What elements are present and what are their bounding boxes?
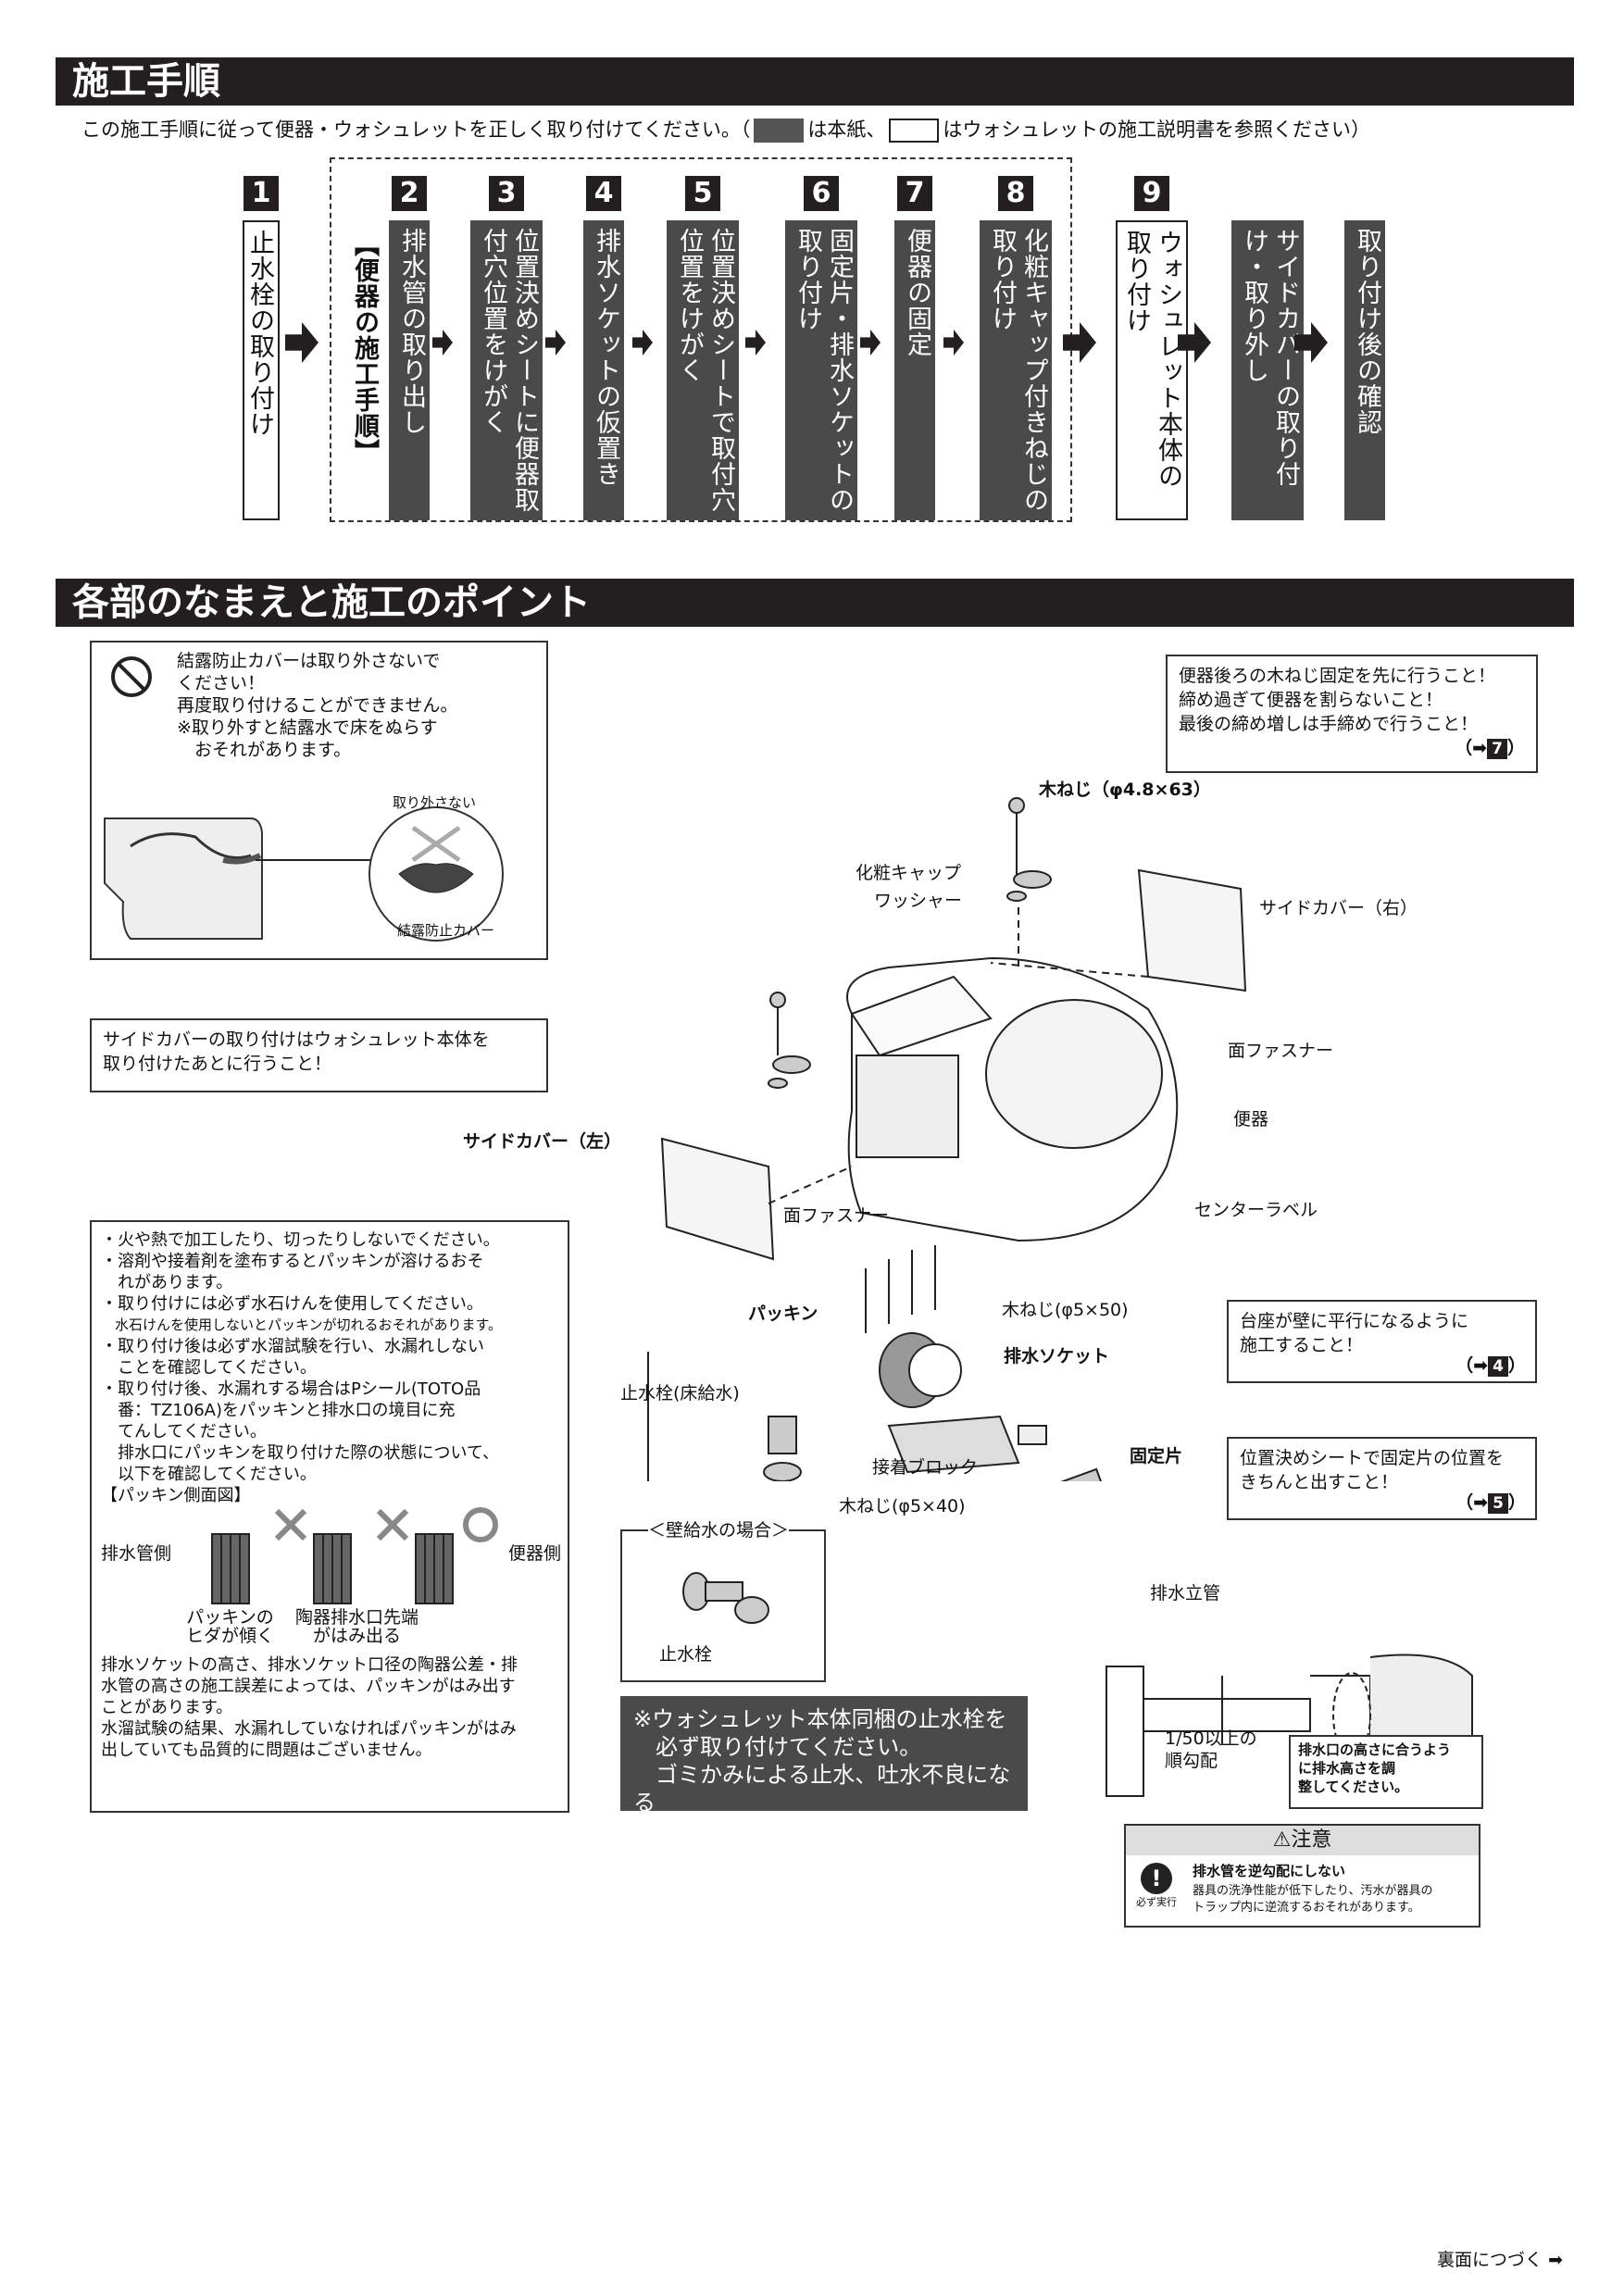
label-wood-screw-top: 木ねじ（φ4.8×63） bbox=[1039, 780, 1211, 800]
step-arrow-icon bbox=[632, 330, 653, 356]
label-packing: パッキン bbox=[748, 1304, 818, 1324]
label-pipe-side: 排水管側 bbox=[101, 1543, 172, 1564]
step-number-1: 1 bbox=[244, 176, 279, 211]
step-box-7: 便器の固定 bbox=[894, 220, 935, 520]
caution-body: 器具の洗浄性能が低下したり、汚水が器具のトラップ内に逆流するおそれがあります。 bbox=[1193, 1884, 1433, 1915]
label-center-label: センターラベル bbox=[1194, 1200, 1318, 1220]
note-valve: ※ウォシュレット本体同梱の止水栓を 必ず取り付けてください。 ゴミかみによる止水… bbox=[620, 1696, 1028, 1843]
step-number-2: 2 bbox=[392, 176, 427, 211]
step-box-8: 化粧キャップ付きねじの取り付け bbox=[980, 220, 1052, 520]
label-wall-supply: ＜壁給水の場合＞ bbox=[648, 1518, 790, 1542]
step-number-6: 6 bbox=[804, 176, 839, 211]
step-number-7: 7 bbox=[897, 176, 932, 211]
packing-side-diagram: 排水管側 便器側 パッキンのヒダが傾く 陶器排水口先端がはみ出る bbox=[101, 1506, 562, 1654]
label-fixing-piece: 固定片 bbox=[1130, 1446, 1183, 1466]
intro-text: この施工手順に従って便器・ウォシュレットを正しく取り付けてください。（は本紙、は… bbox=[81, 119, 1370, 143]
toilet-exploded-diagram bbox=[647, 797, 1247, 1481]
label-cap: 化粧キャップ bbox=[856, 863, 962, 883]
label-slope: 1/50以上の順勾配 bbox=[1165, 1728, 1257, 1771]
step-box-1: 止水栓の取り付け bbox=[243, 220, 280, 520]
must-do-icon: ! 必ず実行 bbox=[1131, 1863, 1181, 1909]
step-number-3: 3 bbox=[489, 176, 524, 211]
label-wood-screw-50: 木ねじ(φ5×50) bbox=[1002, 1300, 1129, 1320]
step-box-5: 位置決めシートで取付穴位置をけがく bbox=[667, 220, 739, 520]
note-wood-screw: 便器後ろの木ねじ固定を先に行うこと！締め過ぎて便器を割らないこと！最後の締め増し… bbox=[1166, 655, 1538, 773]
step-arrow-icon bbox=[285, 322, 319, 363]
drain-pipe-diagram bbox=[1106, 1653, 1473, 1797]
note-fixing: 位置決めシートで固定片の位置をきちんと出すこと！ （➡5） bbox=[1227, 1437, 1537, 1520]
legend-white-swatch bbox=[889, 119, 940, 143]
label-wood-screw-40: 木ねじ(φ5×40) bbox=[839, 1496, 966, 1516]
label-drain-socket: 排水ソケット bbox=[1004, 1346, 1110, 1366]
cover-label: 結露防止カバー bbox=[397, 922, 495, 939]
label-toilet-side: 便器側 bbox=[508, 1543, 562, 1564]
step-box-6: 固定片・排水ソケットの取り付け bbox=[785, 220, 857, 520]
warning-cover-text: 結露防止カバーは取り外さないでください！再度取り付けることができません。※取り外… bbox=[177, 651, 458, 760]
step-box-4: 排水ソケットの仮置き bbox=[583, 220, 624, 520]
step-arrow-icon bbox=[545, 330, 566, 356]
note-drain-height: 排水口の高さに合うように排水高さを調整してください。 bbox=[1289, 1735, 1483, 1809]
label-side-cover-right: サイドカバー（右） bbox=[1259, 898, 1418, 918]
step-box-11: 取り付け後の確認 bbox=[1344, 220, 1385, 520]
section-title-procedure: 施工手順 bbox=[56, 57, 1574, 106]
note-side-cover: サイドカバーの取り付けはウォシュレット本体を取り付けたあとに行うこと！ bbox=[90, 1018, 548, 1092]
packing-caption-2: 陶器排水口先端がはみ出る bbox=[295, 1607, 419, 1646]
cover-illustration bbox=[104, 806, 504, 942]
step-box-3: 位置決めシートに便器取付穴位置をけがく bbox=[470, 220, 543, 520]
no-remove-label: 取り外さない bbox=[393, 794, 477, 811]
warning-cover-box: 結露防止カバーは取り外さないでください！再度取り付けることができません。※取り外… bbox=[90, 641, 548, 960]
caution-header: ⚠注意 bbox=[1126, 1826, 1479, 1855]
legend-dark-swatch bbox=[754, 119, 805, 143]
step-arrow-icon bbox=[1178, 322, 1211, 363]
section-title-parts: 各部のなまえと施工のポイント bbox=[56, 579, 1574, 627]
step-arrow-icon bbox=[1294, 322, 1328, 363]
arrow-right-icon: ➡ bbox=[1548, 2250, 1563, 2270]
step-arrow-icon bbox=[745, 330, 766, 356]
prohibited-icon bbox=[111, 656, 152, 697]
step-number-5: 5 bbox=[685, 176, 720, 211]
label-side-cover-left: サイドカバー（左） bbox=[463, 1131, 622, 1152]
packing-caption-1: パッキンのヒダが傾く bbox=[186, 1607, 275, 1646]
label-toilet: 便器 bbox=[1233, 1109, 1269, 1129]
step-number-9: 9 bbox=[1134, 176, 1169, 211]
step-box-10: サイドカバーの取り付け・取り外し bbox=[1231, 220, 1304, 520]
label-stop-valve-wall: 止水栓 bbox=[659, 1644, 713, 1665]
step-arrow-icon bbox=[860, 330, 881, 356]
label-fastener-left: 面ファスナー bbox=[783, 1205, 890, 1226]
footer-continue: 裏面につづく ➡ bbox=[1437, 2250, 1563, 2270]
step-box-2: 排水管の取り出し bbox=[389, 220, 430, 520]
wall-supply-box: ＜壁給水の場合＞ 止水栓 bbox=[620, 1518, 826, 1682]
note-packing: ・火や熱で加工したり、切ったりしないでください。・溶剤や接着剤を塗布するとパッキ… bbox=[90, 1220, 569, 1813]
step-arrow-icon bbox=[943, 330, 964, 356]
group-label: 【便器の施工手順】 bbox=[350, 231, 379, 465]
caution-box: ⚠注意 ! 必ず実行 排水管を逆勾配にしない 器具の洗浄性能が低下したり、汚水が… bbox=[1124, 1824, 1480, 1928]
label-bond-block: 接着ブロック bbox=[872, 1457, 979, 1478]
label-washer: ワッシャー bbox=[874, 891, 963, 911]
label-drain-riser: 排水立管 bbox=[1150, 1583, 1221, 1603]
step-box-9: ウォシュレット本体の取り付け bbox=[1116, 220, 1188, 520]
caution-heading: 排水管を逆勾配にしない bbox=[1193, 1863, 1346, 1879]
step-number-4: 4 bbox=[586, 176, 621, 211]
step-arrow-icon bbox=[1063, 322, 1096, 363]
step-arrow-icon bbox=[432, 330, 453, 356]
step-number-8: 8 bbox=[998, 176, 1033, 211]
note-parallel: 台座が壁に平行になるように施工すること！ （➡4） bbox=[1227, 1300, 1537, 1383]
label-fastener-right: 面ファスナー bbox=[1228, 1041, 1334, 1061]
label-stop-valve-floor: 止水栓(床給水) bbox=[620, 1383, 740, 1404]
warning-triangle-icon: ⚠ bbox=[1272, 1828, 1292, 1852]
wall-valve-illustration bbox=[682, 1572, 769, 1624]
